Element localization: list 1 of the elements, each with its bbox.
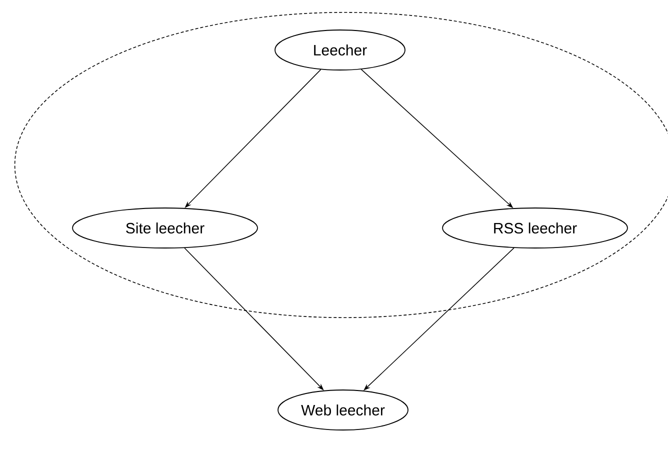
group-boundary [14,12,668,318]
